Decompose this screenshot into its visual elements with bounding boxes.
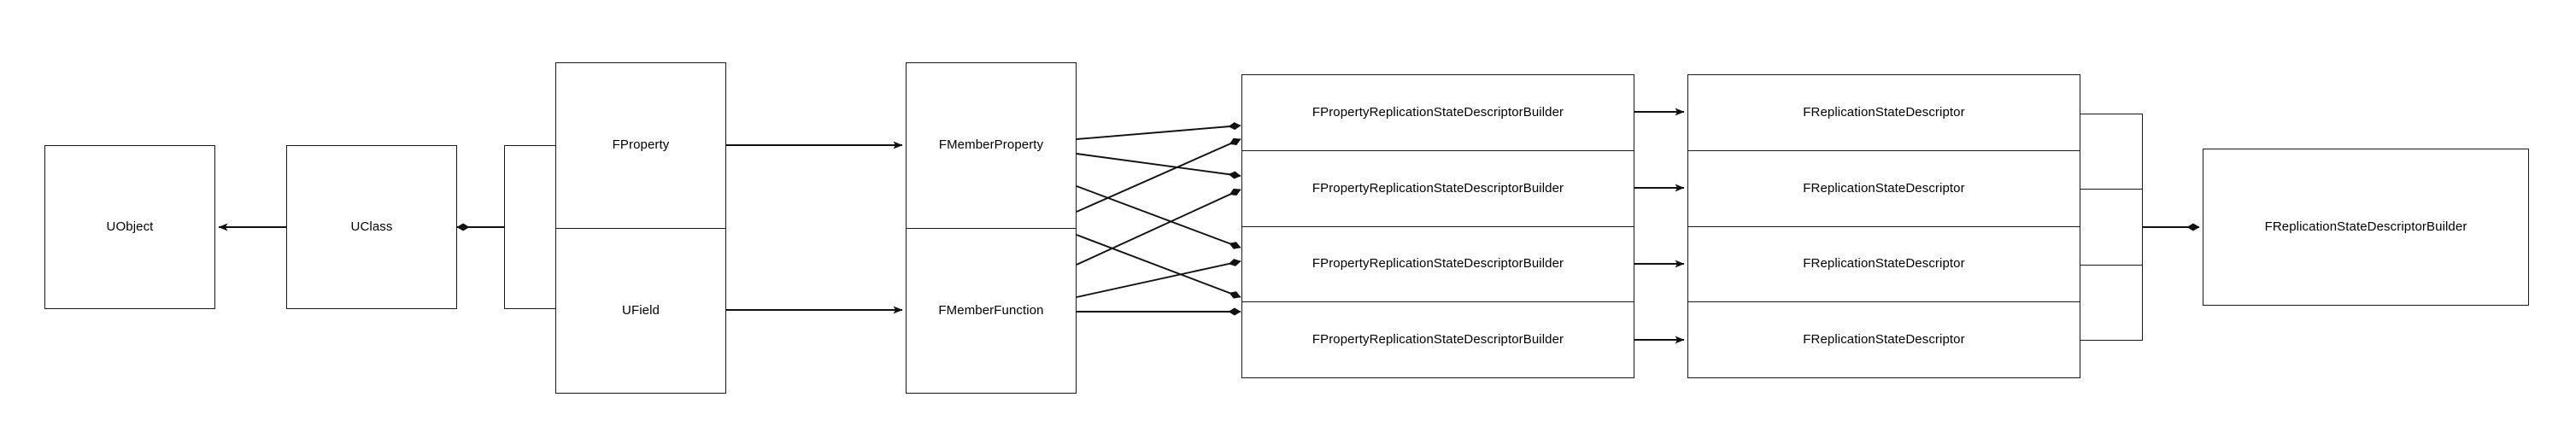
left-aggregation-bracket <box>504 145 557 309</box>
member-to-builder-7 <box>1076 259 1241 298</box>
stack-cell-label: FReplicationStateDescriptor <box>1803 180 1965 196</box>
node-uobject[interactable]: UObject <box>44 145 215 309</box>
stack-cell-label: FReplicationStateDescriptor <box>1803 104 1965 120</box>
right-aggregation-bracket <box>2080 114 2143 341</box>
member-to-builder-3 <box>1076 185 1241 249</box>
stack-cell-label: FPropertyReplicationStateDescriptorBuild… <box>1311 180 1564 196</box>
stack-cell[interactable]: FPropertyReplicationStateDescriptorBuild… <box>1242 302 1634 377</box>
stack-cell[interactable]: FPropertyReplicationStateDescriptorBuild… <box>1242 226 1634 303</box>
node-replication-state-descriptor-builder-label: FReplicationStateDescriptorBuilder <box>2264 219 2467 234</box>
stack-cell-label: FReplicationStateDescriptor <box>1803 256 1965 272</box>
bracket-cell <box>2080 266 2142 340</box>
stack-cell-label: FMemberFunction <box>938 302 1044 318</box>
node-uclass[interactable]: UClass <box>286 145 457 309</box>
bracket-cell <box>505 146 556 308</box>
stack-cell[interactable]: FMemberFunction <box>907 228 1076 393</box>
member-to-builder-5 <box>1076 234 1241 299</box>
stack-cell-label: FPropertyReplicationStateDescriptorBuild… <box>1311 256 1564 272</box>
stack-cell[interactable]: UField <box>556 228 725 393</box>
stack-cell[interactable]: FPropertyReplicationStateDescriptorBuild… <box>1242 150 1634 227</box>
stack-cell-label: FPropertyReplicationStateDescriptorBuild… <box>1311 104 1564 120</box>
stack-cell[interactable]: FReplicationStateDescriptor <box>1688 150 2080 227</box>
member-to-builder-1 <box>1076 122 1241 140</box>
stack-cell-label: FPropertyReplicationStateDescriptorBuild… <box>1311 332 1564 348</box>
stack-cell-label: FProperty <box>612 137 670 153</box>
stack-cell[interactable]: FReplicationStateDescriptor <box>1688 226 2080 303</box>
stack-cell[interactable]: FPropertyReplicationStateDescriptorBuild… <box>1242 75 1634 151</box>
stack-cell-label: UField <box>622 302 660 318</box>
node-replication-state-descriptor-builder[interactable]: FReplicationStateDescriptorBuilder <box>2203 149 2529 306</box>
bracket-cell <box>2080 190 2142 266</box>
stack-cell[interactable]: FReplicationStateDescriptor <box>1688 75 2080 151</box>
stack-cell-label: FReplicationStateDescriptor <box>1803 332 1965 348</box>
stack-cell[interactable]: FMemberProperty <box>907 63 1076 229</box>
stack-cell-label: FMemberProperty <box>938 137 1044 153</box>
member-to-builder-2 <box>1076 153 1241 179</box>
node-uclass-label: UClass <box>350 219 393 234</box>
member-to-builder-6 <box>1076 188 1241 266</box>
member-to-builder-4 <box>1076 137 1241 213</box>
bracket-cell <box>2080 114 2142 190</box>
node-uobject-label: UObject <box>106 219 154 234</box>
stack-cell[interactable]: FProperty <box>556 63 725 229</box>
stack-cell[interactable]: FReplicationStateDescriptor <box>1688 302 2080 377</box>
stack-property-state-descriptor-builders[interactable]: FPropertyReplicationStateDescriptorBuild… <box>1241 74 1634 378</box>
